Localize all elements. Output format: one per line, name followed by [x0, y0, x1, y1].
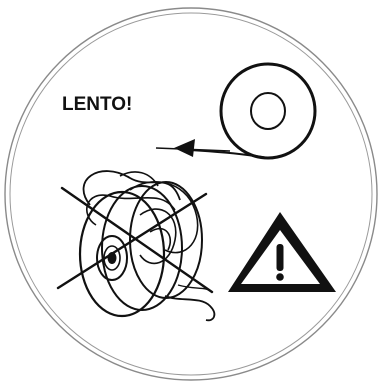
circle-frame	[5, 8, 377, 380]
slow-label: LENTO!	[62, 94, 132, 115]
arrow-left-icon	[156, 139, 230, 157]
tape-roll-icon	[190, 64, 315, 158]
warning-triangle-icon	[228, 212, 336, 292]
